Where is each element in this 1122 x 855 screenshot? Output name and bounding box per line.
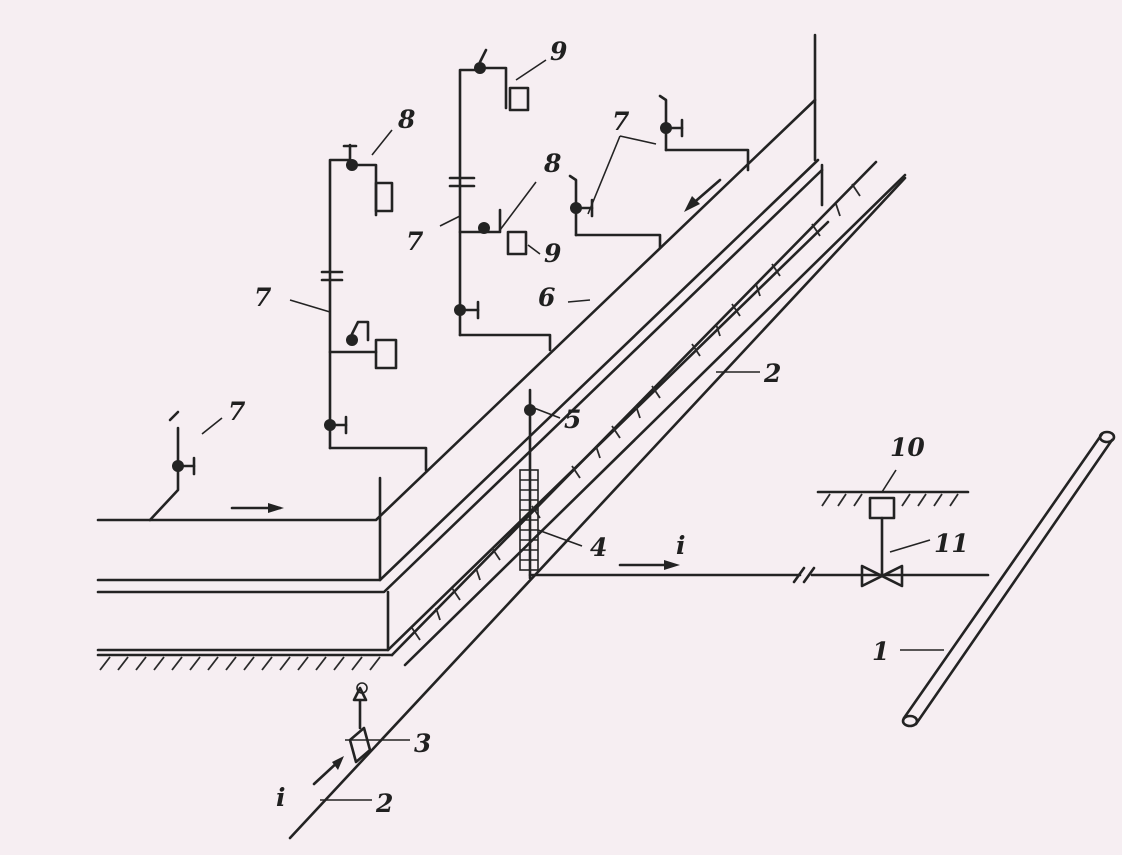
building-inlet (519, 388, 539, 580)
label-10: 10 (890, 433, 925, 462)
riser-right (568, 94, 750, 250)
label-7-right: 7 (612, 107, 630, 136)
label-7-mid: 7 (254, 283, 272, 312)
leader-lines (201, 59, 944, 801)
ground-hatching-left (96, 653, 394, 671)
label-7-left: 7 (228, 397, 246, 426)
label-flow-in: i (276, 783, 286, 812)
flow-arrows (230, 178, 722, 513)
riser-center (448, 48, 552, 352)
label-7-center: 7 (406, 227, 424, 256)
riser-second (320, 143, 428, 472)
trench-channel (288, 160, 907, 840)
outlet-line (528, 490, 990, 588)
label-11: 11 (934, 529, 969, 558)
label-6: 6 (538, 283, 555, 312)
label-5: 5 (564, 405, 581, 434)
label-flow-out: i (676, 531, 686, 560)
label-4: 4 (590, 533, 607, 562)
building-floor-slabs (96, 33, 830, 652)
label-9-top: 9 (550, 37, 567, 66)
label-8-left: 8 (397, 105, 415, 134)
label-8-center: 8 (543, 149, 561, 178)
label-2-bottom: 2 (375, 789, 393, 818)
riser-left (148, 410, 196, 522)
label-2-top: 2 (763, 359, 781, 388)
label-1: 1 (872, 637, 889, 666)
inlet-device-3 (312, 682, 372, 786)
label-3: 3 (414, 729, 431, 758)
main-pipe-1 (901, 430, 1116, 728)
label-9-mid: 9 (544, 239, 561, 268)
